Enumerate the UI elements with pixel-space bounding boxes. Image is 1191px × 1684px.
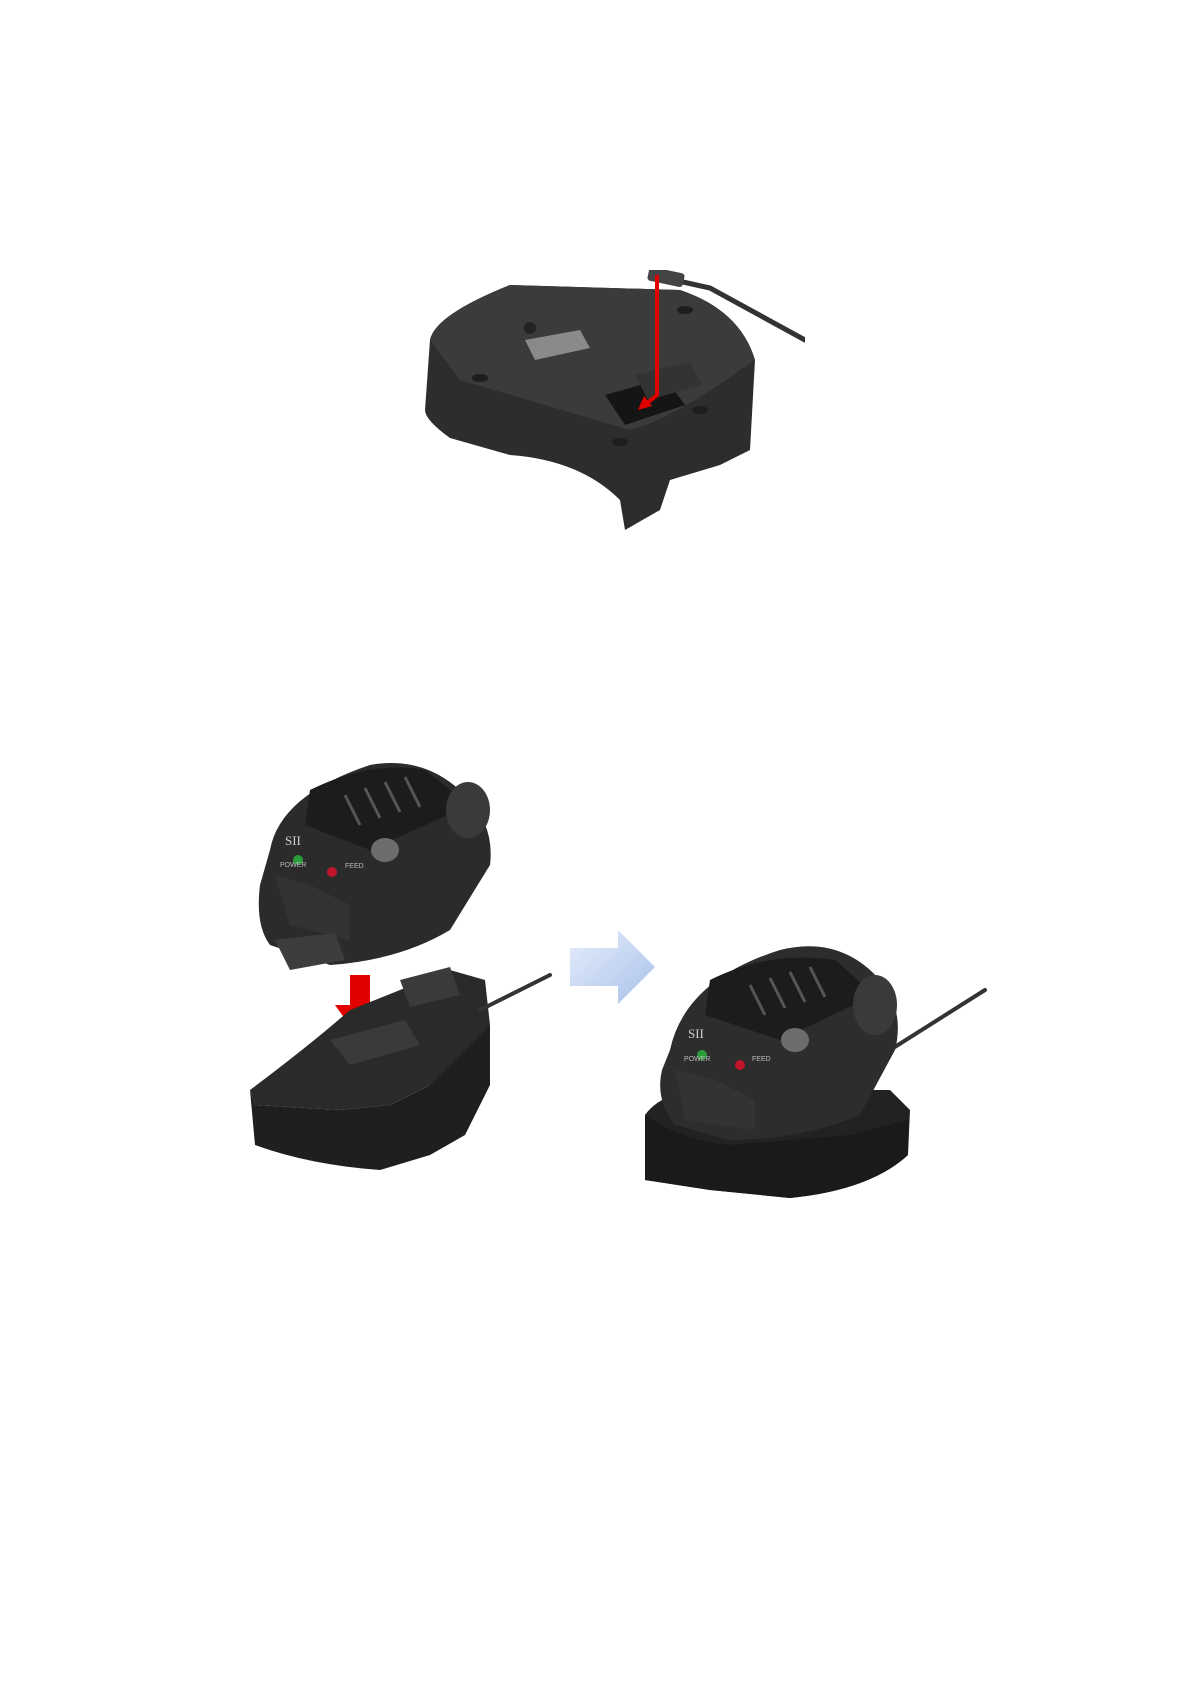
cradle-cable bbox=[890, 990, 985, 1050]
cover-release-lever bbox=[781, 1028, 809, 1052]
printer-brand-mark: SII bbox=[688, 1026, 704, 1041]
printer-insert-illustration: SII FEED POWER bbox=[250, 755, 590, 1195]
printer-belt-loop bbox=[446, 782, 490, 838]
feed-led-icon bbox=[327, 867, 337, 877]
foot bbox=[677, 306, 693, 314]
figure-cradle-underside bbox=[420, 270, 805, 560]
printer-feed-label: FEED bbox=[752, 1056, 771, 1063]
printer-seated-illustration: SII FEED POWER bbox=[640, 940, 990, 1210]
printer-power-label: POWER bbox=[684, 1056, 710, 1063]
figure-printer-insert: SII FEED POWER bbox=[250, 755, 590, 1195]
printer-power-label: POWER bbox=[280, 862, 306, 869]
cradle-cable bbox=[480, 975, 550, 1010]
foot bbox=[612, 438, 628, 446]
printer-belt-loop bbox=[853, 975, 897, 1035]
foot bbox=[692, 406, 708, 414]
usb-plug-icon bbox=[647, 270, 685, 288]
screw-hole bbox=[524, 322, 536, 334]
printer-brand-mark: SII bbox=[285, 833, 301, 848]
feed-led-icon bbox=[735, 1060, 745, 1070]
foot bbox=[472, 374, 488, 382]
cover-release-lever bbox=[371, 838, 399, 862]
printer-feed-label: FEED bbox=[345, 863, 364, 870]
figure-printer-seated: SII FEED POWER bbox=[640, 940, 990, 1210]
cradle-underside-illustration bbox=[420, 270, 805, 560]
